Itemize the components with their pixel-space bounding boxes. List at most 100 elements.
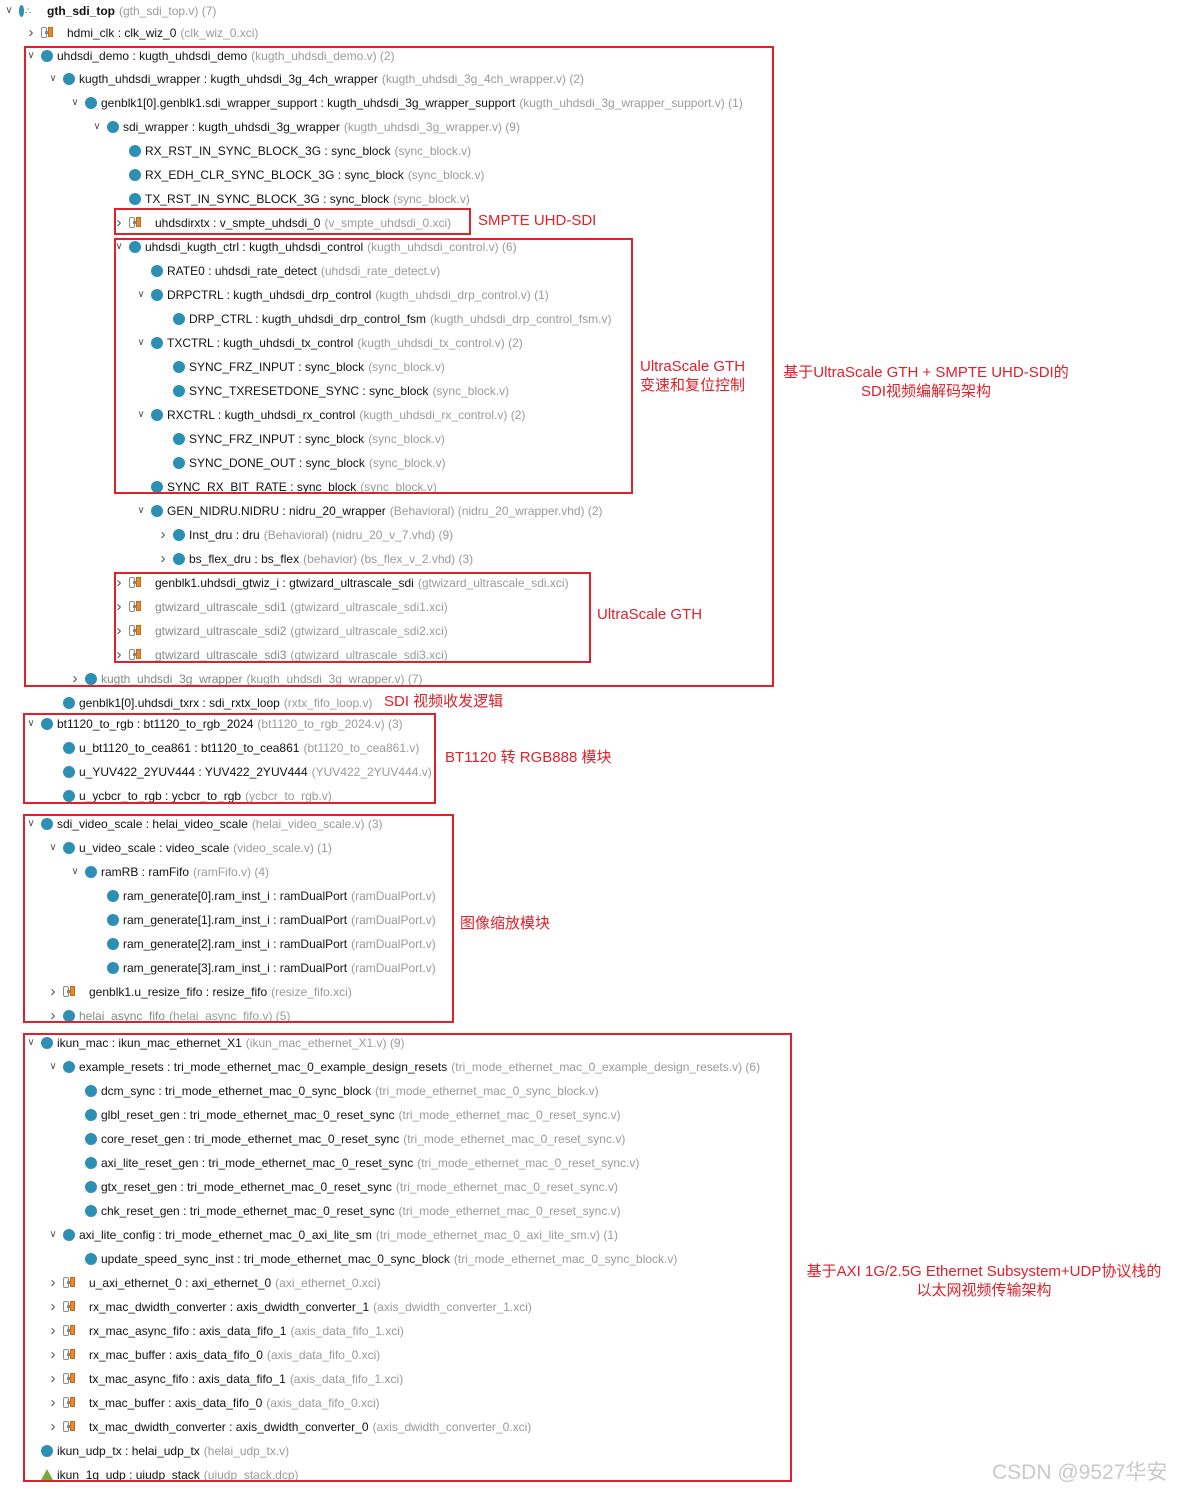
tree-row[interactable]: ram_generate[0].ram_inst_i : ramDualPort…: [0, 885, 1179, 907]
tree-row[interactable]: ›rx_mac_async_fifo : axis_data_fifo_1(ax…: [0, 1320, 1179, 1342]
chevron-right-icon[interactable]: ›: [50, 1370, 56, 1387]
tree-row[interactable]: ∨example_resets : tri_mode_ethernet_mac_…: [0, 1056, 1179, 1078]
chevron-right-icon[interactable]: ›: [50, 1418, 56, 1435]
chevron-right-icon[interactable]: ›: [50, 1298, 56, 1315]
tree-row[interactable]: ›tx_mac_dwidth_converter : axis_dwidth_c…: [0, 1416, 1179, 1438]
tree-row[interactable]: ∨sdi_video_scale : helai_video_scale(hel…: [0, 813, 1179, 835]
chevron-down-icon[interactable]: ∨: [137, 337, 145, 348]
chevron-down-icon[interactable]: ∨: [27, 1037, 35, 1048]
tree-row[interactable]: glbl_reset_gen : tri_mode_ethernet_mac_0…: [0, 1104, 1179, 1126]
chevron-right-icon[interactable]: ›: [116, 598, 122, 615]
tree-row[interactable]: genblk1[0].uhdsdi_txrx : sdi_rxtx_loop(r…: [0, 692, 1179, 714]
tree-row[interactable]: ∨sdi_wrapper : kugth_uhdsdi_3g_wrapper(k…: [0, 116, 1179, 138]
tree-row[interactable]: ikun_1g_udp : uiudp_stack(uiudp_stack.dc…: [0, 1464, 1179, 1486]
tree-row[interactable]: DRP_CTRL : kugth_uhdsdi_drp_control_fsm(…: [0, 308, 1179, 330]
tree-row[interactable]: ram_generate[1].ram_inst_i : ramDualPort…: [0, 909, 1179, 931]
source-file: (axis_dwidth_converter_1.xci): [373, 1300, 532, 1314]
tree-row[interactable]: ›helai_async_fifo(helai_async_fifo.v) (5…: [0, 1005, 1179, 1027]
tree-row[interactable]: update_speed_sync_inst : tri_mode_ethern…: [0, 1248, 1179, 1270]
chevron-right-icon[interactable]: ›: [50, 1394, 56, 1411]
chevron-right-icon[interactable]: ›: [160, 526, 166, 543]
tree-row[interactable]: ikun_udp_tx : helai_udp_tx(helai_udp_tx.…: [0, 1440, 1179, 1462]
tree-row[interactable]: u_bt1120_to_cea861 : bt1120_to_cea861(bt…: [0, 737, 1179, 759]
module-name: kugth_uhdsdi_tx_control: [223, 336, 354, 350]
chevron-down-icon[interactable]: ∨: [49, 1229, 57, 1240]
tree-row[interactable]: ›tx_mac_async_fifo : axis_data_fifo_1(ax…: [0, 1368, 1179, 1390]
chevron-down-icon[interactable]: ∨: [49, 1061, 57, 1072]
tree-row[interactable]: axi_lite_reset_gen : tri_mode_ethernet_m…: [0, 1152, 1179, 1174]
tree-row[interactable]: gtx_reset_gen : tri_mode_ethernet_mac_0_…: [0, 1176, 1179, 1198]
tree-row[interactable]: ∨RXCTRL : kugth_uhdsdi_rx_control(kugth_…: [0, 404, 1179, 426]
tree-row[interactable]: dcm_sync : tri_mode_ethernet_mac_0_sync_…: [0, 1080, 1179, 1102]
tree-row[interactable]: core_reset_gen : tri_mode_ethernet_mac_0…: [0, 1128, 1179, 1150]
chevron-down-icon[interactable]: ∨: [71, 866, 79, 877]
tree-row[interactable]: ∨uhdsdi_demo : kugth_uhdsdi_demo(kugth_u…: [0, 45, 1179, 67]
tree-row[interactable]: ›kugth_uhdsdi_3g_wrapper(kugth_uhdsdi_3g…: [0, 668, 1179, 690]
chevron-down-icon[interactable]: ∨: [137, 505, 145, 516]
chevron-right-icon[interactable]: ›: [116, 574, 122, 591]
chevron-right-icon[interactable]: ›: [28, 24, 34, 41]
chevron-down-icon[interactable]: ∨: [49, 73, 57, 84]
chevron-down-icon[interactable]: ∨: [71, 97, 79, 108]
chevron-right-icon[interactable]: ›: [160, 550, 166, 567]
tree-row[interactable]: chk_reset_gen : tri_mode_ethernet_mac_0_…: [0, 1200, 1179, 1222]
tree-row[interactable]: ∨kugth_uhdsdi_wrapper : kugth_uhdsdi_3g_…: [0, 68, 1179, 90]
tree-row[interactable]: u_ycbcr_to_rgb : ycbcr_to_rgb(ycbcr_to_r…: [0, 785, 1179, 807]
chevron-down-icon[interactable]: ∨: [137, 409, 145, 420]
tree-row[interactable]: ›hdmi_clk : clk_wiz_0(clk_wiz_0.xci): [0, 22, 1179, 44]
tree-row[interactable]: ›tx_mac_buffer : axis_data_fifo_0(axis_d…: [0, 1392, 1179, 1414]
chevron-down-icon[interactable]: ∨: [5, 5, 13, 16]
chevron-down-icon[interactable]: ∨: [49, 842, 57, 853]
chevron-down-icon[interactable]: ∨: [27, 50, 35, 61]
chevron-down-icon[interactable]: ∨: [27, 818, 35, 829]
tree-row[interactable]: ∨axi_lite_config : tri_mode_ethernet_mac…: [0, 1224, 1179, 1246]
tree-row[interactable]: ›bs_flex_dru : bs_flex(behavior) (bs_fle…: [0, 548, 1179, 570]
tree-row[interactable]: ∨genblk1[0].genblk1.sdi_wrapper_support …: [0, 92, 1179, 114]
chevron-right-icon[interactable]: ›: [50, 1322, 56, 1339]
tree-row[interactable]: ∨∴gth_sdi_top(gth_sdi_top.v) (7): [0, 0, 1179, 22]
chevron-right-icon[interactable]: ›: [50, 1007, 56, 1024]
separator: :: [155, 841, 166, 855]
tree-row[interactable]: ∨ramRB : ramFifo(ramFifo.v) (4): [0, 861, 1179, 883]
tree-row[interactable]: ram_generate[2].ram_inst_i : ramDualPort…: [0, 933, 1179, 955]
tree-row[interactable]: ∨u_video_scale : video_scale(video_scale…: [0, 837, 1179, 859]
tree-row[interactable]: u_YUV422_2YUV444 : YUV422_2YUV444(YUV422…: [0, 761, 1179, 783]
tree-row[interactable]: ›u_axi_ethernet_0 : axi_ethernet_0(axi_e…: [0, 1272, 1179, 1294]
tree-row[interactable]: TX_RST_IN_SYNC_BLOCK_3G : sync_block(syn…: [0, 188, 1179, 210]
tree-row[interactable]: SYNC_FRZ_INPUT : sync_block(sync_block.v…: [0, 428, 1179, 450]
chevron-right-icon[interactable]: ›: [50, 1346, 56, 1363]
chevron-right-icon[interactable]: ›: [72, 670, 78, 687]
tree-row[interactable]: ∨ikun_mac : ikun_mac_ethernet_X1(ikun_ma…: [0, 1032, 1179, 1054]
tree-row[interactable]: RX_RST_IN_SYNC_BLOCK_3G : sync_block(syn…: [0, 140, 1179, 162]
chevron-down-icon[interactable]: ∨: [93, 121, 101, 132]
tree-row[interactable]: ›gtwizard_ultrascale_sdi2(gtwizard_ultra…: [0, 620, 1179, 642]
chevron-down-icon[interactable]: ∨: [115, 241, 123, 252]
tree-row[interactable]: SYNC_FRZ_INPUT : sync_block(sync_block.v…: [0, 356, 1179, 378]
tree-row[interactable]: ›uhdsdirxtx : v_smpte_uhdsdi_0(v_smpte_u…: [0, 212, 1179, 234]
tree-row[interactable]: ∨bt1120_to_rgb : bt1120_to_rgb_2024(bt11…: [0, 713, 1179, 735]
tree-row[interactable]: RATE0 : uhdsdi_rate_detect(uhdsdi_rate_d…: [0, 260, 1179, 282]
chevron-down-icon[interactable]: ∨: [27, 718, 35, 729]
tree-row[interactable]: ›gtwizard_ultrascale_sdi1(gtwizard_ultra…: [0, 596, 1179, 618]
chevron-right-icon[interactable]: ›: [50, 983, 56, 1000]
tree-row[interactable]: SYNC_RX_BIT_RATE : sync_block(sync_block…: [0, 476, 1179, 498]
tree-row[interactable]: ›genblk1.u_resize_fifo : resize_fifo(res…: [0, 981, 1179, 1003]
tree-row[interactable]: ›Inst_dru : dru(Behavioral) (nidru_20_v_…: [0, 524, 1179, 546]
tree-row[interactable]: ∨TXCTRL : kugth_uhdsdi_tx_control(kugth_…: [0, 332, 1179, 354]
tree-row[interactable]: ∨DRPCTRL : kugth_uhdsdi_drp_control(kugt…: [0, 284, 1179, 306]
chevron-right-icon[interactable]: ›: [116, 622, 122, 639]
tree-row[interactable]: ›rx_mac_dwidth_converter : axis_dwidth_c…: [0, 1296, 1179, 1318]
tree-row[interactable]: RX_EDH_CLR_SYNC_BLOCK_3G : sync_block(sy…: [0, 164, 1179, 186]
chevron-right-icon[interactable]: ›: [116, 214, 122, 231]
chevron-right-icon[interactable]: ›: [116, 646, 122, 663]
chevron-right-icon[interactable]: ›: [50, 1274, 56, 1291]
tree-row[interactable]: ›genblk1.uhdsdi_gtwiz_i : gtwizard_ultra…: [0, 572, 1179, 594]
tree-row[interactable]: ›gtwizard_ultrascale_sdi3(gtwizard_ultra…: [0, 644, 1179, 666]
tree-row[interactable]: ∨uhdsdi_kugth_ctrl : kugth_uhdsdi_contro…: [0, 236, 1179, 258]
tree-row[interactable]: ›rx_mac_buffer : axis_data_fifo_0(axis_d…: [0, 1344, 1179, 1366]
tree-row[interactable]: SYNC_DONE_OUT : sync_block(sync_block.v): [0, 452, 1179, 474]
tree-row[interactable]: ram_generate[3].ram_inst_i : ramDualPort…: [0, 957, 1179, 979]
chevron-down-icon[interactable]: ∨: [137, 289, 145, 300]
tree-row[interactable]: SYNC_TXRESETDONE_SYNC : sync_block(sync_…: [0, 380, 1179, 402]
tree-row[interactable]: ∨GEN_NIDRU.NIDRU : nidru_20_wrapper(Beha…: [0, 500, 1179, 522]
